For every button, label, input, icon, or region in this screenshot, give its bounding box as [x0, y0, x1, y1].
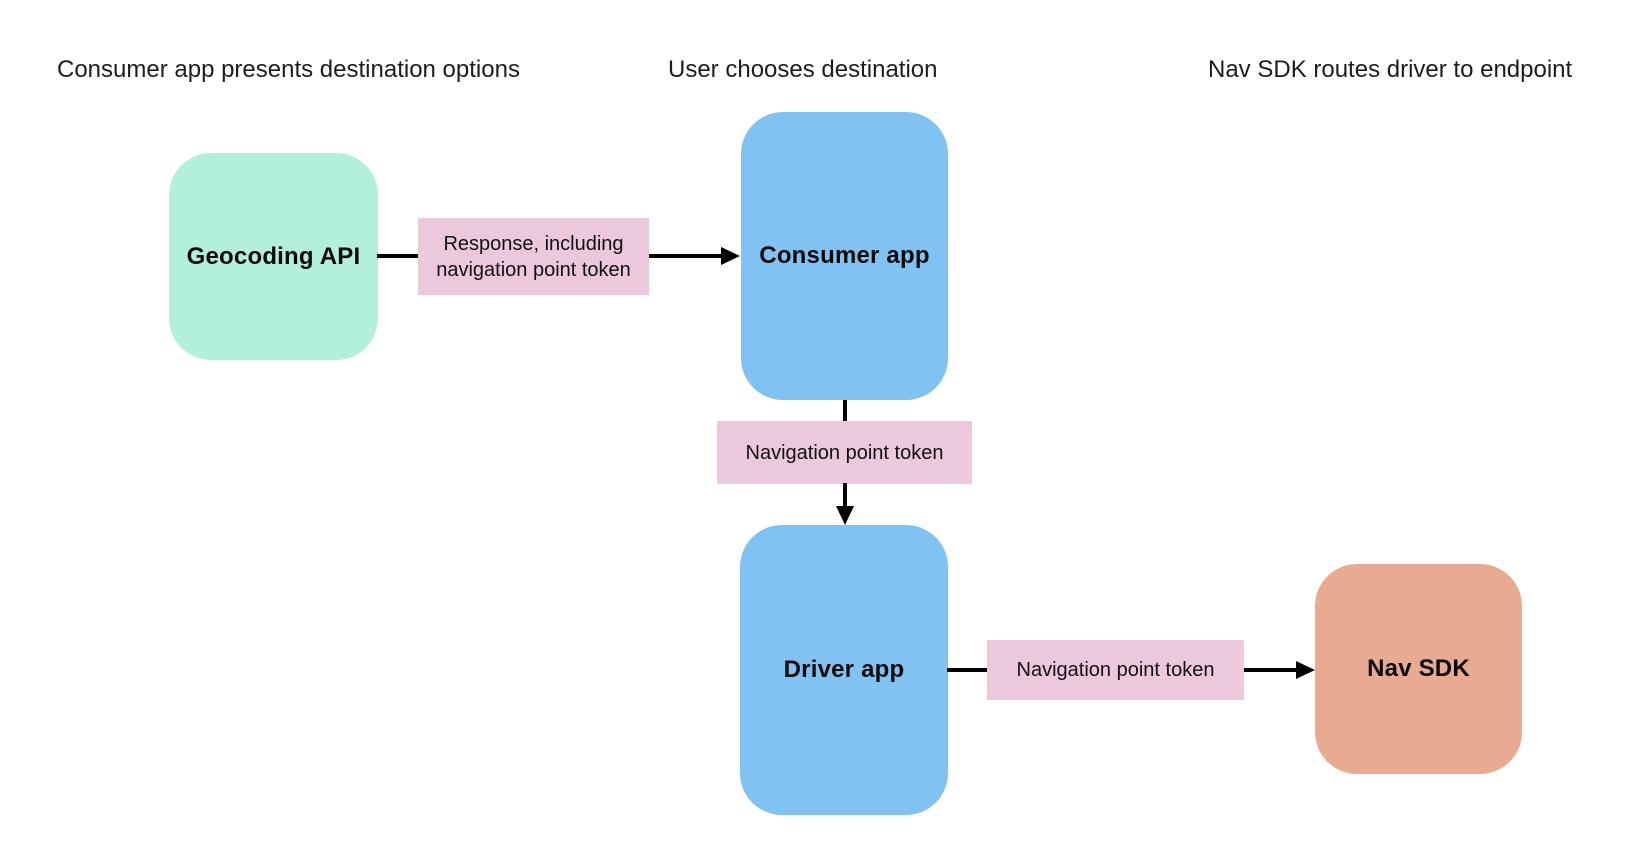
node-geocoding-api: Geocoding API [169, 153, 378, 360]
edge-geocoding-to-label-line [377, 254, 418, 258]
edge-label-response-including-token: Response, including navigation point tok… [418, 218, 649, 295]
node-consumer-app: Consumer app [741, 112, 948, 400]
edge-label-navigation-point-token-horizontal: Navigation point token [987, 640, 1244, 700]
edge-label-to-navsdk-line [1244, 668, 1298, 672]
node-nav-sdk: Nav SDK [1315, 564, 1522, 774]
node-driver-app: Driver app [740, 525, 948, 815]
arrowhead-into-driver-app [836, 506, 854, 525]
edge-label-navigation-point-token-vertical: Navigation point token [717, 421, 972, 484]
arrowhead-into-nav-sdk [1296, 661, 1315, 679]
stage-label-navsdk-routes: Nav SDK routes driver to endpoint [1208, 56, 1573, 83]
node-consumer-app-label: Consumer app [759, 242, 930, 269]
node-nav-sdk-label: Nav SDK [1367, 655, 1470, 682]
node-geocoding-api-label: Geocoding API [186, 242, 361, 270]
edge-label-to-driver-line [843, 483, 847, 507]
edge-label-text: Navigation point token [745, 441, 944, 464]
edge-consumer-to-label-line [843, 400, 847, 422]
edge-label-text: Navigation point token [1016, 659, 1215, 681]
arrowhead-into-consumer-app [721, 247, 740, 265]
edge-driver-to-label-line [947, 668, 987, 672]
edge-label-to-consumer-line [649, 254, 723, 258]
stage-label-consumer-presents: Consumer app presents destination option… [57, 56, 520, 83]
stage-label-user-chooses: User chooses destination [668, 56, 938, 83]
edge-label-text: Response, including navigation point tok… [436, 232, 631, 281]
node-driver-app-label: Driver app [783, 656, 905, 683]
